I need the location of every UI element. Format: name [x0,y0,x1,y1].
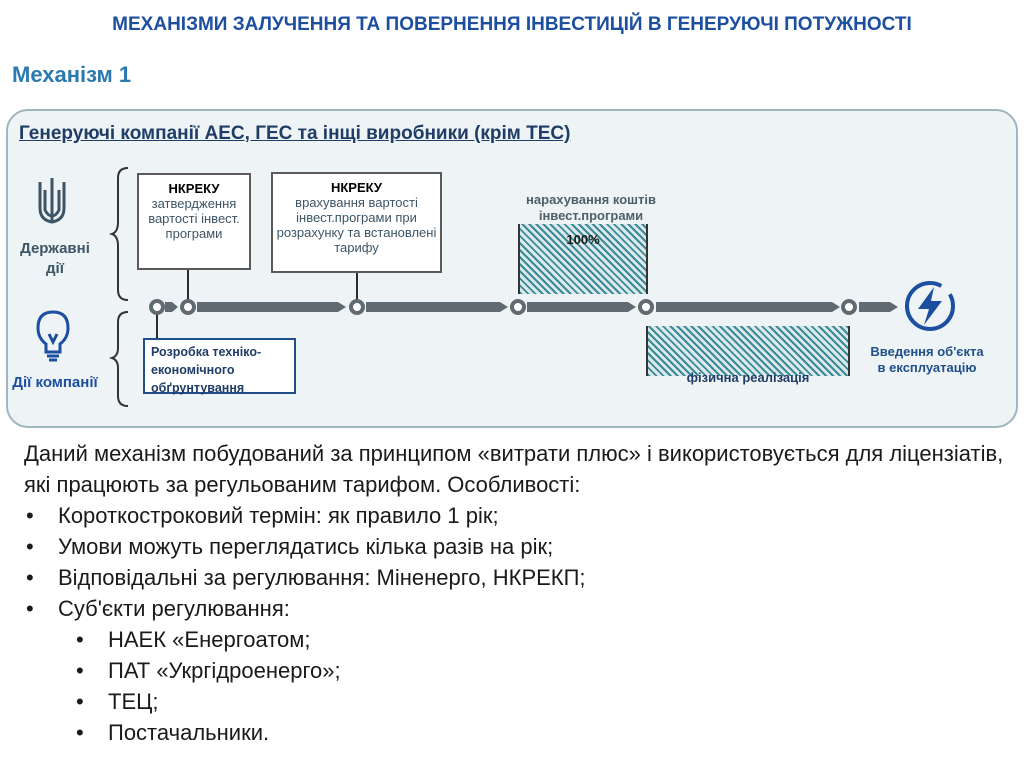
company-title: Генеруючі компанії АЕС, ГЕС та інщі виро… [19,123,571,144]
list-item: Короткостроковий термін: як правило 1 рі… [24,500,1004,531]
physical-label: фізична реалізація [686,370,810,385]
list-item: Відповідальні за регулювання: Міненерго,… [24,562,1004,593]
features-list: Короткостроковий термін: як правило 1 рі… [24,500,1004,748]
mechanism-heading: Механізм 1 [12,62,132,87]
company-actions-label: Дії компанії [12,374,98,391]
lightning-icon [905,281,955,331]
intro-text: Даний механізм побудований за принципом … [24,441,1004,497]
list-item: Суб'єкти регулювання: [24,593,1004,624]
feasibility-box: Розробка техніко-економічного обґрунтува… [143,338,296,395]
accrual-label: нарахування коштів інвест.програми [526,192,656,223]
list-item: Умови можуть переглядатись кілька разів … [24,531,1004,562]
box1-text: затвердження вартості інвест. програми [148,196,240,241]
bracket-state [108,167,129,301]
timeline-arrows [165,302,898,312]
commissioning-label: Введення об'єкта в експлуатацію [870,344,984,375]
trident-icon [38,178,66,224]
nkreku-approval-box: НКРЕКУ затвердження вартості інвест. про… [137,173,251,270]
box1-header: НКРЕКУ [168,181,220,196]
sub-list-item: ТЕЦ; [24,686,1004,717]
sub-list-item: Постачальники. [24,717,1004,748]
timeline-nodes [149,299,857,315]
bracket-company [108,311,129,407]
lightbulb-icon [36,310,70,362]
accrual-area [518,224,648,294]
nkreku-tariff-box: НКРЕКУ врахування вартості інвест.програ… [271,172,442,273]
sub-list-item: НАЕК «Енергоатом; [24,624,1004,655]
sub-list-item: ПАТ «Укргідроенерго»; [24,655,1004,686]
state-actions-label: Державні дії [20,240,90,277]
box2-header: НКРЕКУ [330,180,382,195]
percent-label: 100% [566,232,600,247]
slide-title: МЕХАНІЗМИ ЗАЛУЧЕННЯ ТА ПОВЕРНЕННЯ ІНВЕСТ… [112,14,912,35]
description: Даний механізм побудований за принципом … [24,438,1004,748]
box2-text: врахування вартості інвест.програми при … [276,195,437,255]
physical-area [646,326,850,376]
